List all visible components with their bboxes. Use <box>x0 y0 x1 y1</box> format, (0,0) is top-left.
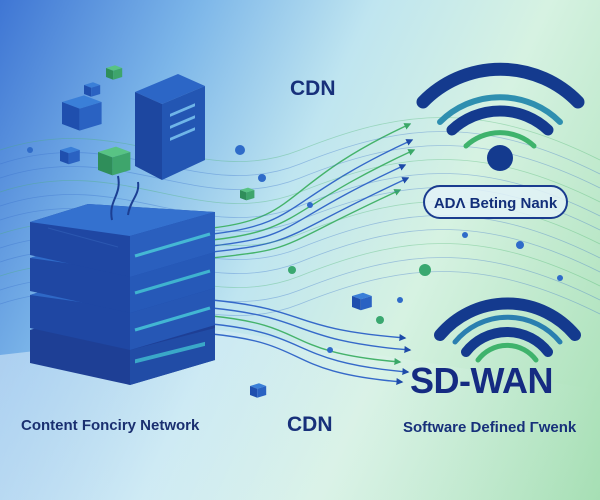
data-cube-icon <box>352 292 372 311</box>
wifi-icon <box>434 297 581 363</box>
network-node <box>288 266 296 274</box>
data-cube-icon <box>250 383 267 398</box>
cdn-label-bottom: CDN <box>287 413 333 436</box>
data-cube-icon <box>84 82 101 97</box>
flow-line <box>211 123 412 229</box>
network-node <box>327 347 333 353</box>
cdn-label-top: CDN <box>290 77 336 100</box>
flow-line <box>211 299 407 342</box>
data-cube-icon <box>240 187 255 201</box>
flow-line <box>211 323 410 376</box>
wave-line <box>0 117 600 162</box>
flow-line <box>211 307 412 354</box>
flow-line <box>211 149 416 241</box>
network-node <box>376 316 384 324</box>
flow-line <box>211 139 414 235</box>
server-stack-icon <box>30 175 215 385</box>
network-node <box>462 232 468 238</box>
network-node <box>27 147 33 153</box>
network-node <box>258 174 266 182</box>
network-node <box>419 264 431 276</box>
data-cube-icons <box>60 65 372 398</box>
data-cube-icon <box>98 146 131 176</box>
data-cube-icon <box>60 146 80 165</box>
sdwan-subtitle: Software Defined Γwenk <box>403 419 577 436</box>
flow-line <box>211 189 402 259</box>
network-pill-label: ADΛ Beting Nank <box>423 185 568 219</box>
wifi-icon <box>416 62 585 171</box>
flow-line <box>211 177 410 253</box>
data-cube-icon <box>62 95 102 131</box>
content-network-caption: Content Fonciry Network <box>21 417 200 434</box>
server-tower-icon <box>135 74 205 180</box>
network-nodes <box>27 145 563 353</box>
wave-line <box>0 173 600 218</box>
network-node <box>397 297 403 303</box>
flow-line <box>211 315 402 366</box>
network-node <box>516 241 524 249</box>
sdwan-title: SD-WAN <box>410 360 554 401</box>
flow-line <box>211 164 407 247</box>
data-cube-icon <box>106 65 123 80</box>
network-node <box>235 145 245 155</box>
network-node <box>557 275 563 281</box>
network-node <box>307 202 313 208</box>
flow-line <box>211 333 404 386</box>
